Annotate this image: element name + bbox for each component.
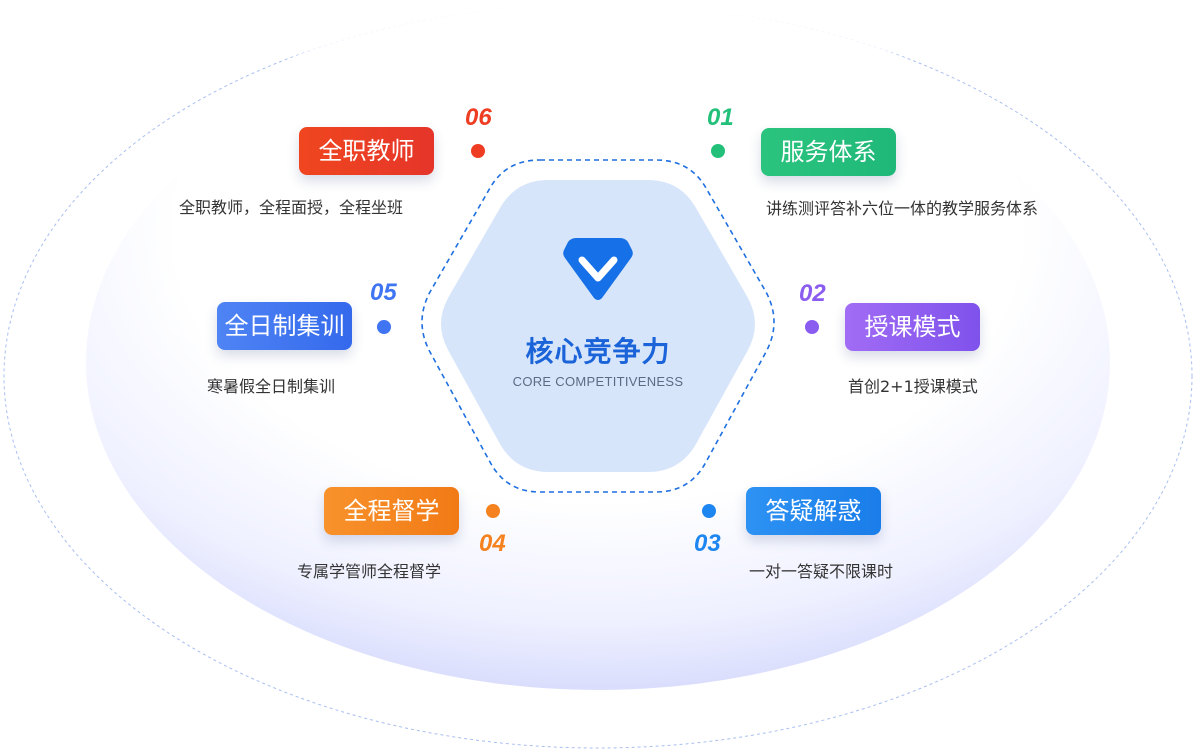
feature-desc-q-and-a: 一对一答疑不限课时 bbox=[749, 562, 894, 581]
feature-number-02: 02 bbox=[799, 280, 826, 307]
feature-desc-full-day-training: 寒暑假全日制集训 bbox=[207, 377, 336, 396]
feature-number-04: 04 bbox=[479, 530, 506, 557]
center-subtitle: CORE COMPETITIVENESS bbox=[512, 374, 684, 389]
center-hexagon bbox=[441, 180, 755, 472]
feature-dot-05 bbox=[377, 320, 391, 334]
center-title: 核心竞争力 bbox=[525, 335, 671, 368]
feature-number-06: 06 bbox=[465, 104, 492, 131]
feature-dot-06 bbox=[471, 144, 485, 158]
feature-desc-service-system: 讲练测评答补六位一体的教学服务体系 bbox=[766, 199, 1039, 218]
feature-number-03: 03 bbox=[694, 530, 721, 557]
feature-badge-full-time-teachers[interactable]: 全职教师 bbox=[299, 127, 434, 175]
feature-badge-q-and-a[interactable]: 答疑解惑 bbox=[746, 487, 881, 535]
feature-dot-03 bbox=[702, 504, 716, 518]
dashed-hexagon bbox=[421, 159, 775, 493]
feature-badge-supervision[interactable]: 全程督学 bbox=[324, 487, 459, 535]
feature-number-01: 01 bbox=[707, 104, 734, 131]
feature-desc-full-time-teachers: 全职教师，全程面授，全程坐班 bbox=[179, 198, 404, 217]
diamond-check-icon bbox=[563, 238, 633, 300]
feature-dot-02 bbox=[805, 320, 819, 334]
feature-desc-teaching-mode: 首创2+1授课模式 bbox=[848, 377, 978, 396]
feature-dot-01 bbox=[711, 144, 725, 158]
feature-badge-teaching-mode[interactable]: 授课模式 bbox=[845, 303, 980, 351]
feature-dot-04 bbox=[486, 504, 500, 518]
feature-desc-supervision: 专属学管师全程督学 bbox=[297, 562, 442, 581]
feature-badge-service-system[interactable]: 服务体系 bbox=[761, 128, 896, 176]
feature-badge-full-day-training[interactable]: 全日制集训 bbox=[217, 302, 352, 350]
feature-number-05: 05 bbox=[370, 279, 397, 306]
